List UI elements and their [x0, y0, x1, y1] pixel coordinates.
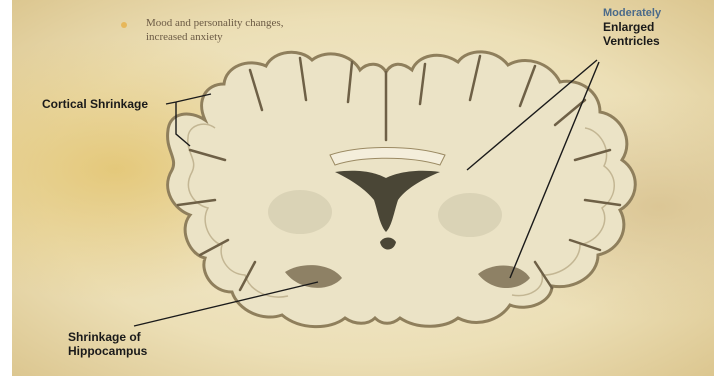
label-shrinkage-of: Shrinkage of: [68, 330, 141, 344]
label-enlarged: Enlarged: [603, 20, 654, 34]
note-bullet: [121, 22, 127, 28]
label-cortical-shrinkage: Cortical Shrinkage: [42, 97, 148, 111]
note-line-2: increased anxiety: [146, 31, 223, 44]
note-line-1: Mood and personality changes,: [146, 17, 283, 30]
label-moderately: Moderately: [603, 6, 661, 20]
brain-cross-section: [168, 52, 636, 327]
label-hippocampus: Hippocampus: [68, 344, 147, 358]
label-ventricles: Ventricles: [603, 34, 660, 48]
